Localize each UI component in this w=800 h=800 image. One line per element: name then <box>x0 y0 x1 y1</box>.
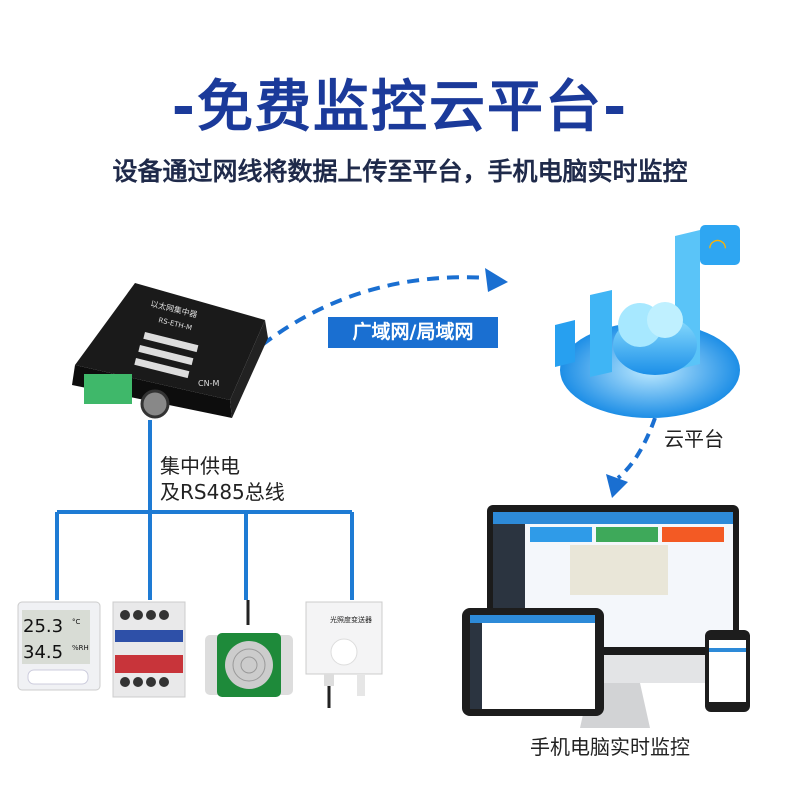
cloud-platform-label: 云平台 <box>664 427 724 451</box>
humidity-value: 34.5 <box>23 642 63 663</box>
network-label: 广域网/局域网 <box>328 317 498 348</box>
arrow-head-icon <box>485 268 508 292</box>
light-sensor: 光照度变送器 <box>305 601 383 708</box>
light-sensor-label: 光照度变送器 <box>330 615 372 624</box>
phone-image <box>705 630 750 712</box>
temp-unit: °C <box>72 618 81 626</box>
rs485-label: 及RS485总线 <box>160 480 285 504</box>
rain-snow-sensor <box>205 600 293 697</box>
water-leak-sensor <box>112 601 186 698</box>
tablet-image <box>462 608 604 716</box>
power-label: 集中供电 <box>160 454 240 478</box>
temp-humidity-sensor: 25.3 °C 34.5 %RH <box>17 601 101 691</box>
temperature-value: 25.3 <box>23 616 63 637</box>
rs485-bus <box>55 420 354 600</box>
wifi-icon: ◠ <box>708 235 727 260</box>
ethernet-concentrator-image: 以太网集中器 RS-ETH-M CN-M <box>72 283 268 419</box>
cloud-arrow <box>616 417 657 480</box>
network-arrow <box>260 275 491 347</box>
port-label: CN-M <box>198 379 219 388</box>
page-subtitle: 设备通过网线将数据上传至平台，手机电脑实时监控 <box>112 157 688 186</box>
cloud-platform-image: ◠ <box>555 225 740 418</box>
monitor-caption: 手机电脑实时监控 <box>530 735 690 759</box>
arrow-head-icon <box>606 474 628 498</box>
page-title: -免费监控云平台- <box>171 75 629 140</box>
humidity-unit: %RH <box>72 644 89 652</box>
